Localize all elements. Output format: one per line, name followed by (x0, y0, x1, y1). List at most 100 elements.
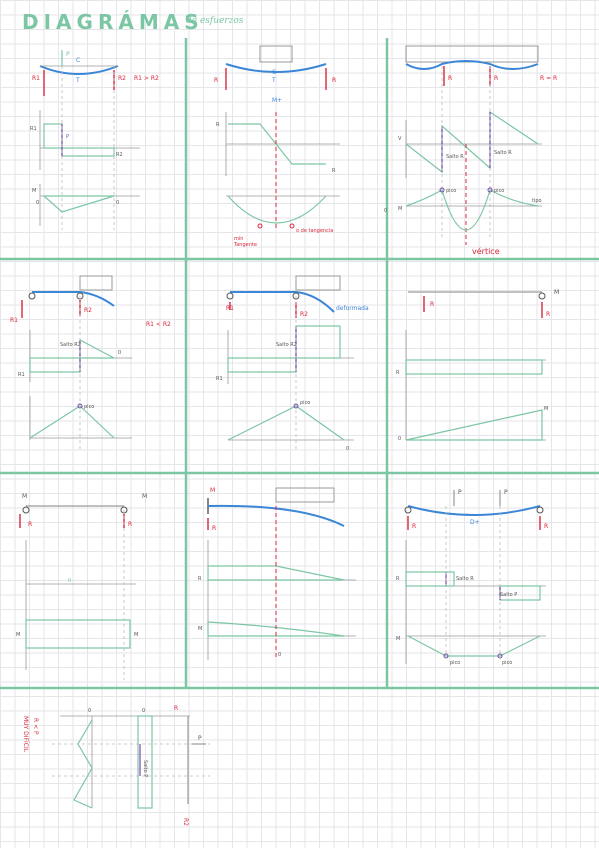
min-label: mín (234, 235, 243, 242)
distributed-load (405, 45, 539, 63)
shear-block (137, 715, 153, 809)
moment-zero-label: 0 (398, 436, 401, 442)
cell-6: R R M R M 0 (396, 289, 559, 442)
shear-r1-label: R1 (216, 376, 223, 382)
cell-3: R R R = R Salto R Salto R V pico pico M … (384, 45, 557, 256)
zero-label: 0 (384, 208, 387, 214)
min-point (289, 223, 295, 229)
support-left (404, 506, 412, 514)
salto-label: Salto R2 (276, 342, 297, 348)
distributed-load (79, 275, 113, 291)
reaction-right-label: R2 (300, 311, 308, 318)
page-title: DIAGRÁMAS (22, 10, 204, 34)
reaction-left-label: R1 (32, 75, 40, 82)
tangent-point (257, 223, 263, 229)
zero-top: 0 (88, 708, 91, 714)
shear-zero-label: 0 (118, 350, 121, 356)
moment-label-left: M (16, 632, 20, 638)
reaction-top-label: R (174, 705, 178, 712)
reaction-left-label: R (28, 521, 32, 528)
shear-r-label: R (198, 576, 202, 582)
shear-triangle (79, 339, 115, 359)
pico-1-point (439, 187, 445, 193)
moment-diagram (227, 195, 327, 224)
pico-1-label: pico (446, 188, 456, 194)
shear-v-label: V (398, 136, 402, 142)
cell-7: M M R R 0 M M (16, 493, 147, 680)
reaction-relation: R1 > R2 (134, 75, 159, 82)
reaction-right-label: R (332, 77, 336, 84)
cell-8: M R R M 0 (198, 487, 356, 660)
reaction-label: R (212, 525, 216, 532)
support-right (536, 506, 544, 514)
bottom-special: R < P MUY DIFÍCIL Salto P P R R2 0 0 (22, 705, 210, 826)
reaction-right-label: R (128, 521, 132, 528)
beam-cantilever (295, 291, 335, 313)
pico-label: pico (300, 400, 310, 406)
salto-2-label: Salto P (500, 592, 517, 598)
deformada-label: deformada (336, 305, 369, 312)
salto-1-label: Salto R (456, 576, 474, 582)
shear-block-right (295, 325, 341, 359)
reaction-left-label: R (430, 301, 434, 308)
reaction-right-label: R2 (84, 307, 92, 314)
shear-r-top: R (216, 122, 220, 128)
vertex-label: vértice (472, 246, 500, 256)
moment-zero-left: 0 (36, 200, 39, 206)
reaction-left-label: R (214, 77, 218, 84)
zero-right: 0 (142, 708, 145, 714)
beam (225, 63, 327, 73)
reaction-relation: R1 < R2 (146, 321, 171, 328)
reaction-bottom-label: R2 (182, 818, 189, 826)
reaction-right-label: R (544, 523, 548, 530)
moment-right-label: M (142, 493, 147, 500)
beam (407, 505, 541, 516)
reaction-relation: R = R (540, 75, 557, 82)
moment-zero-label: 0 (278, 652, 281, 658)
moment-zero-right: 0 (116, 200, 119, 206)
tangency-label: o de tangencia (296, 228, 333, 234)
moment-label: M (398, 206, 402, 212)
shear-r1-label: R1 (18, 372, 25, 378)
support-left (28, 292, 36, 300)
load-p-label: P (198, 735, 202, 742)
pico-2-point (487, 187, 493, 193)
reaction-left-label: R1 (226, 305, 234, 312)
reaction-right-label: R (546, 311, 550, 318)
moment-positive-label: M+ (272, 97, 282, 104)
page-subtitle: de esfuerzos (186, 16, 244, 26)
moment-label: M (32, 188, 36, 194)
pico-2-label: pico (494, 188, 504, 194)
reaction-2-label: R (494, 75, 498, 82)
moment-applied-label: M (210, 487, 215, 494)
tangent-label: Tangente (233, 242, 257, 248)
shear-r-bottom: R (332, 168, 336, 174)
pico-1-label: pico (450, 660, 460, 666)
moment-diagram (405, 189, 539, 231)
load-p2-label: P (504, 489, 508, 496)
pico-point (77, 403, 83, 409)
support-left (22, 506, 30, 514)
compression-label: C (272, 69, 276, 76)
tension-label: T (75, 77, 80, 84)
reaction-left-label: R (412, 523, 416, 530)
shear-diagram (207, 565, 345, 581)
moment-diagram (407, 635, 541, 657)
beam-cantilever (79, 291, 115, 307)
compression-label: C (76, 57, 80, 64)
shear-block-left (227, 357, 297, 373)
shear-block-left (405, 571, 455, 587)
distributed-load (259, 45, 293, 63)
load-label: P (66, 51, 70, 58)
salto-label: Salto R2 (60, 342, 81, 348)
cell-4: R1 R2 R1 < R2 Salto R2 R1 0 pico (10, 275, 171, 450)
grid-dividers (0, 38, 599, 690)
distributed-load (295, 275, 341, 291)
moment-diagram (73, 719, 93, 809)
moment-m-label: M (198, 626, 202, 632)
moment-applied-label: M (554, 289, 559, 296)
reaction-left-label: R1 (10, 317, 18, 324)
reaction-1-label: R (448, 75, 452, 82)
shear-r1-label: R1 (30, 126, 37, 132)
